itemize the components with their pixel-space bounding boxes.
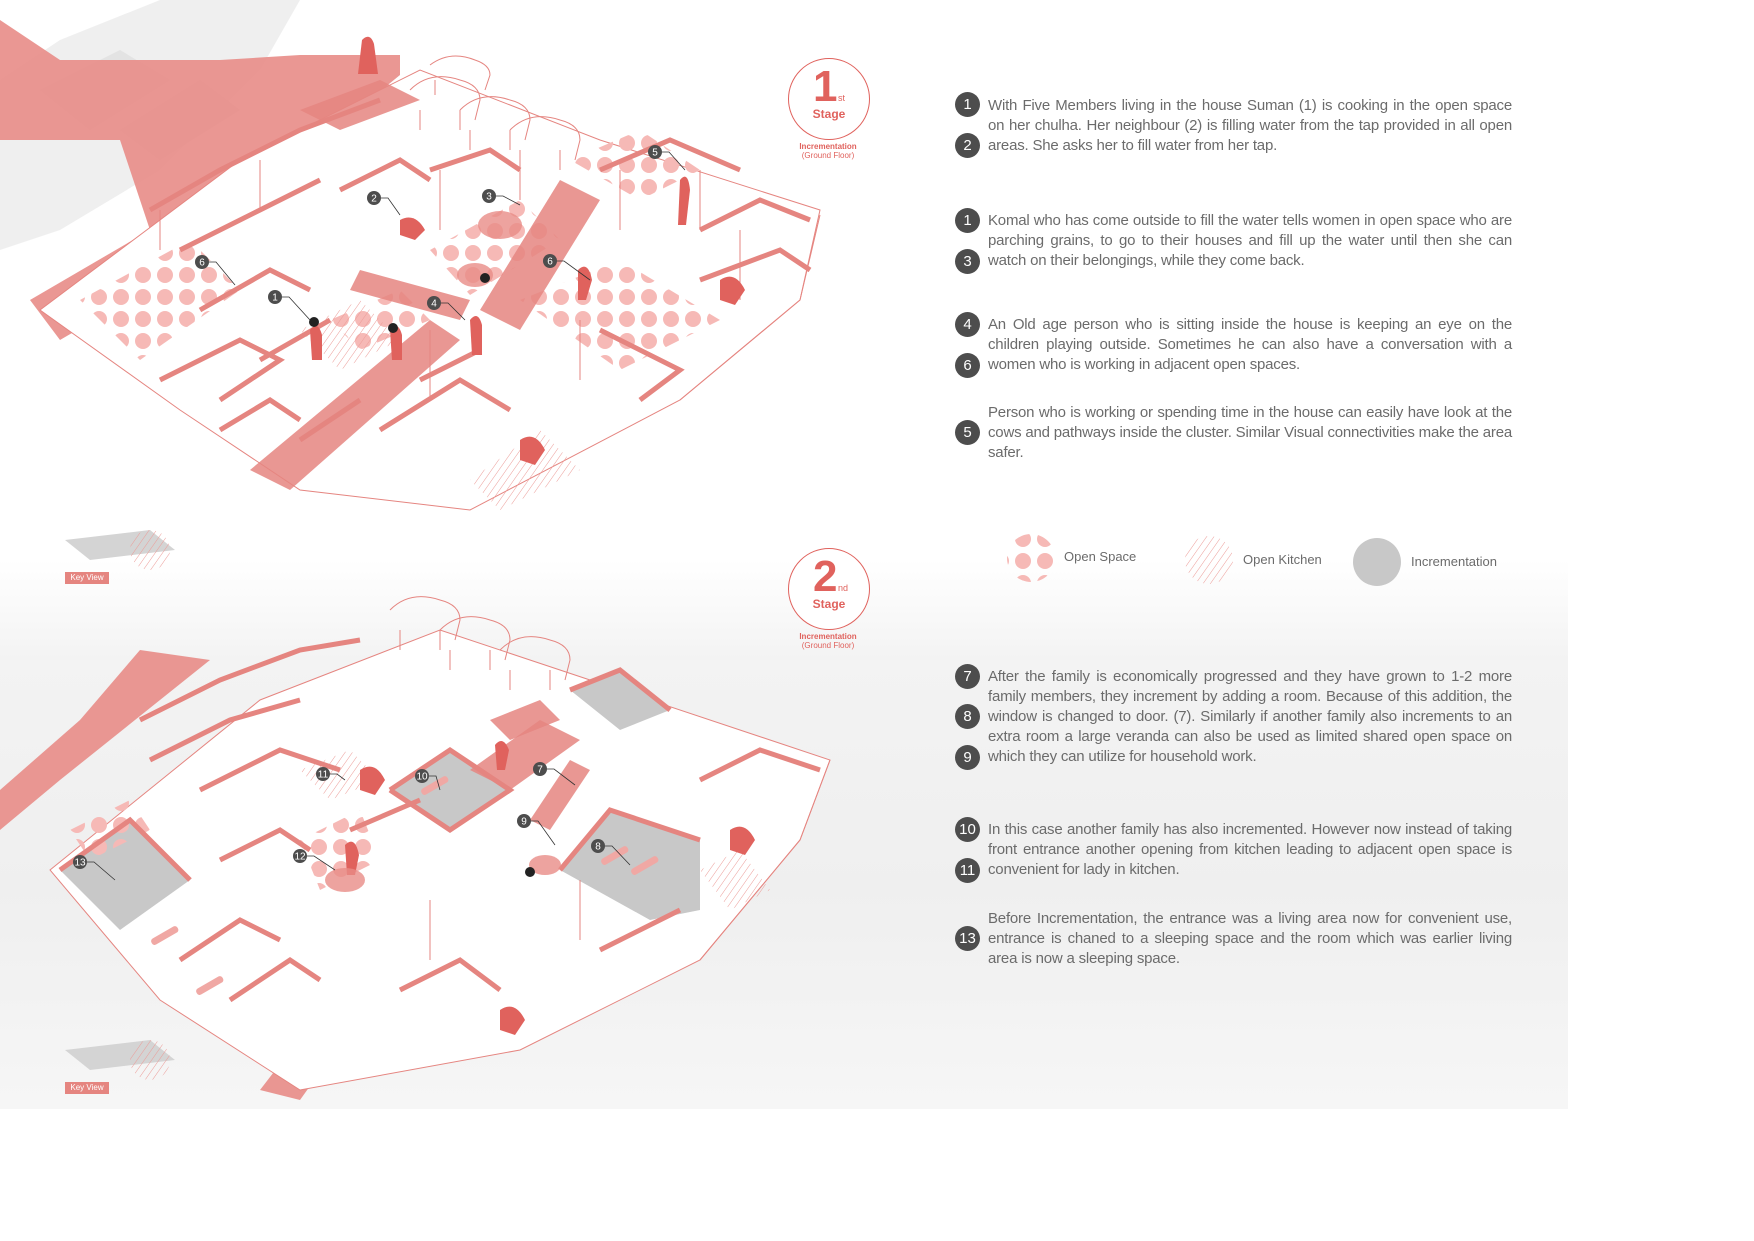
legend-label-open-kitchen: Open Kitchen — [1243, 552, 1322, 567]
caption-sub: (Ground Floor) — [801, 151, 855, 160]
caption-bold: Incrementation — [799, 142, 857, 151]
callout-label: 1 — [272, 293, 278, 304]
incrementation — [570, 670, 670, 730]
stage2-drawing: 7 8 9 10 11 12 13 — [0, 596, 831, 1100]
callout-marker — [427, 296, 441, 310]
walls — [148, 97, 812, 443]
open-space — [80, 240, 240, 360]
legend-label-open-space: Open Space — [1064, 549, 1137, 564]
legend-swatch-open-space — [1007, 534, 1055, 582]
caption-sub: (Ground Floor) — [801, 641, 855, 650]
pathway — [480, 180, 600, 330]
callout-label: 11 — [318, 770, 329, 781]
note-marker: 10 — [955, 817, 980, 842]
stage-2-badge: 2 nd Stage — [788, 548, 870, 630]
open-kitchen — [700, 850, 770, 910]
open-space — [70, 800, 150, 860]
note-marker: 6 — [955, 353, 980, 378]
callout-marker — [415, 769, 429, 783]
key-view-thumbnail — [65, 1040, 175, 1080]
note-marker: 1 — [955, 92, 980, 117]
pathway — [470, 720, 580, 790]
callout-marker — [367, 191, 381, 205]
note-marker: 13 — [955, 926, 980, 951]
callout-label: 10 — [416, 772, 428, 783]
stage1-callouts: 1 2 3 4 5 6 6 — [195, 145, 686, 321]
note-text: Before Incrementation, the entrance was … — [988, 910, 1512, 967]
pathway — [490, 700, 560, 740]
stage2-callouts: 7 8 9 10 11 12 13 — [73, 762, 631, 881]
open-space — [300, 810, 380, 890]
callout-marker — [517, 814, 531, 828]
stage-2-caption: Incrementation (Ground Floor) — [773, 632, 883, 650]
stage-superscript: nd — [838, 583, 849, 593]
note-text: In this case another family has also inc… — [988, 821, 1512, 878]
note-marker: 1 — [955, 208, 980, 233]
legend-swatch-open-kitchen — [1185, 536, 1233, 584]
stage-1-caption: Incrementation (Ground Floor) — [773, 142, 883, 160]
note-text: With Five Members living in the house Su… — [988, 97, 1512, 154]
pathway — [350, 270, 470, 320]
stage-word: Stage — [812, 597, 846, 611]
callout-label: 12 — [294, 852, 306, 863]
stage-word: Stage — [812, 107, 846, 121]
stage1-drawing: 1 2 3 4 5 6 6 — [0, 0, 821, 511]
walls — [58, 637, 821, 1003]
callout-label: 6 — [547, 257, 553, 268]
note-text: Person who is working or spending time i… — [988, 404, 1512, 461]
note-text: An Old age person who is sitting inside … — [988, 316, 1512, 373]
callout-label: 2 — [371, 194, 377, 205]
stage-number: 2 — [813, 552, 838, 601]
note-marker: 7 — [955, 664, 980, 689]
sleeping-figures — [151, 776, 659, 995]
stage-number: 1 — [813, 62, 838, 111]
key-view-thumbnail — [65, 530, 175, 570]
open-kitchen — [300, 300, 400, 370]
callout-marker — [316, 767, 330, 781]
note-marker: 3 — [955, 249, 980, 274]
callout-label: 5 — [652, 148, 658, 159]
person-figure-icon — [309, 36, 745, 465]
note-marker: 4 — [955, 312, 980, 337]
callout-label: 8 — [595, 842, 601, 853]
callout-label: 9 — [521, 817, 527, 828]
open-space — [520, 260, 720, 370]
note-text: Komal who has come outside to fill the w… — [988, 212, 1512, 269]
callout-label: 13 — [74, 858, 86, 869]
callout-marker — [268, 290, 282, 304]
callout-label: 4 — [431, 299, 437, 310]
callout-label: 7 — [537, 765, 543, 776]
legend-swatch-incrementation — [1353, 538, 1401, 586]
callout-marker — [73, 855, 87, 869]
note-text: After the family is economically progres… — [988, 668, 1512, 765]
callout-marker — [482, 189, 496, 203]
stage-1-badge: 1 st Stage — [788, 58, 870, 140]
callout-marker — [648, 145, 662, 159]
pathway — [530, 760, 590, 830]
callout-marker — [195, 255, 209, 269]
callout-marker — [293, 849, 307, 863]
note-marker: 9 — [955, 745, 980, 770]
open-space — [570, 130, 700, 200]
note-marker: 2 — [955, 133, 980, 158]
cow-icon — [389, 596, 571, 690]
caption-bold: Incrementation — [799, 632, 857, 641]
person-figure-icon — [325, 741, 755, 1035]
callout-marker — [543, 254, 557, 268]
open-kitchen — [470, 430, 580, 510]
cow-icon — [409, 55, 581, 170]
note-marker: 11 — [955, 858, 980, 883]
key-view-label: Key View — [65, 1082, 109, 1094]
callout-marker — [533, 762, 547, 776]
callout-label: 6 — [199, 258, 205, 269]
legend-label-incrementation: Incrementation — [1411, 554, 1497, 569]
callout-label: 3 — [486, 192, 492, 203]
note-marker: 8 — [955, 704, 980, 729]
main-road — [0, 650, 210, 830]
stage-superscript: st — [838, 93, 846, 103]
key-view-label: Key View — [65, 572, 109, 584]
callout-marker — [591, 839, 605, 853]
note-marker: 5 — [955, 420, 980, 445]
